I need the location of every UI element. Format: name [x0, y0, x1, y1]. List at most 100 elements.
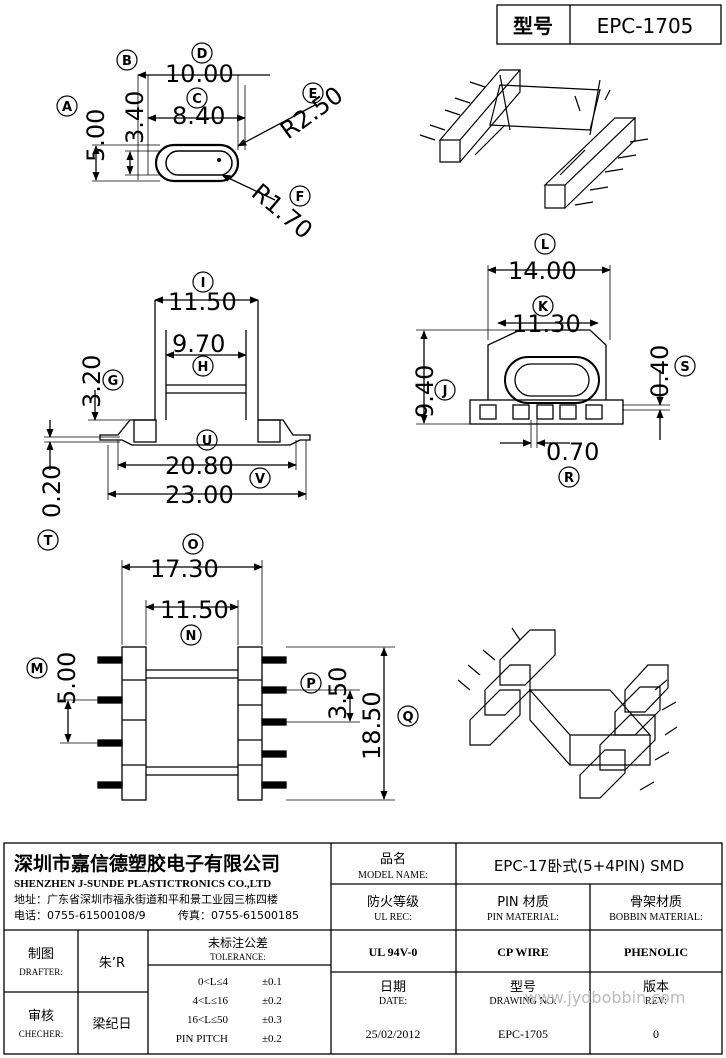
dim-F: R1.70	[246, 178, 318, 245]
rev-cn: 版本	[643, 980, 669, 995]
pin-material-en: PIN MATERIAL:	[487, 912, 559, 923]
svg-text:A: A	[62, 100, 72, 115]
tolerance-value: ±0.3	[262, 1014, 282, 1026]
dim-A: 5.00	[82, 109, 110, 162]
checker-cn: 审核	[28, 1009, 54, 1024]
svg-text:E: E	[309, 87, 318, 102]
marker-A	[56, 95, 78, 117]
svg-text:S: S	[680, 360, 689, 375]
date-value: 25/02/2012	[366, 1027, 421, 1041]
checker-en: CHECHER:	[19, 1029, 64, 1039]
svg-text:L: L	[541, 238, 549, 253]
drawing-no-value: EPC-1705	[498, 1027, 548, 1041]
marker-G	[102, 369, 124, 391]
svg-text:G: G	[108, 374, 119, 389]
svg-text:B: B	[122, 54, 132, 69]
marker-M	[26, 657, 48, 679]
drafter-cn: 制图	[28, 947, 54, 962]
date-cn: 日期	[380, 980, 406, 995]
marker-N	[180, 624, 202, 646]
svg-text:N: N	[186, 629, 197, 644]
svg-text:F: F	[296, 190, 305, 205]
dim-B: 3.40	[121, 91, 149, 144]
dim-Q: 18.50	[358, 691, 386, 760]
tolerance-range: PIN PITCH	[176, 1033, 228, 1045]
bobbin-material-value: PHENOLIC	[624, 945, 688, 959]
checker-value: 梁纪日	[92, 1017, 131, 1032]
tolerance-table: 0<L≤4 ±0.1 4<L≤16 ±0.2 16<L≤50 ±0.3 PIN …	[176, 976, 283, 1045]
tolerance-value: ±0.2	[262, 1033, 282, 1045]
ul-rec-en: UL REC:	[374, 912, 412, 923]
bobbin-material-cn: 骨架材质	[630, 895, 682, 910]
header-model-value: EPC-1705	[597, 14, 694, 38]
dim-U: 20.80	[165, 452, 234, 480]
isometric-view-top	[419, 69, 649, 209]
svg-text:R: R	[564, 471, 574, 486]
date-en: DATE:	[379, 996, 407, 1007]
svg-text:Q: Q	[402, 710, 413, 725]
svg-text:U: U	[202, 434, 213, 449]
marker-L	[534, 233, 556, 255]
header-model-label: 型号	[513, 14, 553, 38]
svg-text:T: T	[44, 534, 53, 549]
svg-text:I: I	[201, 276, 206, 291]
dim-O: 17.30	[150, 555, 219, 583]
reference-markers	[26, 42, 696, 727]
company-name-en: SHENZHEN J-SUNDE PLASTICTRONICS CO.,LTD	[14, 878, 271, 890]
drafter-value: 朱’R	[99, 956, 125, 971]
pin-material-value: CP WIRE	[497, 945, 548, 959]
marker-H	[192, 355, 214, 377]
company-fax: 传真：0755-61500185	[178, 908, 299, 922]
tolerance-value: ±0.2	[262, 995, 282, 1007]
marker-D	[191, 42, 213, 64]
model-name-en: MODEL NAME:	[358, 870, 428, 881]
dim-D: 10.00	[165, 60, 234, 88]
marker-E	[302, 82, 324, 104]
svg-text:M: M	[31, 662, 44, 677]
tolerance-cn: 未标注公差	[208, 935, 268, 950]
marker-I	[192, 271, 214, 293]
header-box	[496, 4, 722, 45]
marker-J	[434, 379, 456, 401]
ul-rec-cn: 防火等级	[367, 894, 419, 910]
dim-S: 0.40	[646, 345, 674, 398]
tolerance-range: 0<L≤4	[198, 976, 228, 988]
dim-L: 14.00	[508, 257, 577, 285]
marker-O	[182, 533, 204, 555]
marker-K	[532, 295, 554, 317]
dim-V: 23.00	[165, 481, 234, 509]
tolerance-value: ±0.1	[262, 976, 282, 988]
company-name-cn: 深圳市嘉信德塑胶电子有限公司	[14, 852, 280, 875]
svg-text:D: D	[197, 47, 208, 62]
dim-P: 3.50	[324, 667, 352, 720]
ul-value: UL 94V-0	[369, 945, 418, 959]
marker-R	[558, 466, 580, 488]
company-phone: 电话：0755-61500108/9	[14, 909, 146, 922]
dim-H: 9.70	[172, 330, 225, 358]
drawing-no-en: DRAWING NO:	[489, 996, 556, 1007]
svg-text:C: C	[192, 92, 202, 107]
svg-text:J: J	[442, 384, 448, 399]
marker-V	[249, 467, 271, 489]
model-name-cn: 品名	[380, 851, 406, 867]
svg-text:P: P	[306, 677, 316, 692]
marker-B	[116, 49, 138, 71]
marker-F	[289, 185, 311, 207]
company-address: 地址：广东省深圳市福永街道和平和景工业园三栋四楼	[14, 892, 278, 906]
dim-T: 0.20	[38, 465, 66, 518]
svg-text:K: K	[538, 300, 549, 315]
tolerance-range: 16<L≤50	[187, 1014, 228, 1026]
pin-material-cn: PIN 材质	[497, 895, 549, 910]
bobbin-material-en: BOBBIN MATERIAL:	[609, 912, 703, 923]
marker-S	[674, 355, 696, 377]
dim-I: 11.50	[168, 288, 237, 316]
front-view	[44, 296, 311, 500]
svg-text:O: O	[187, 538, 198, 553]
isometric-view-bottom	[457, 627, 678, 799]
title-block-grid	[3, 842, 723, 1055]
slot-view	[92, 71, 316, 201]
marker-T	[37, 529, 59, 551]
watermark: www.jydbobbin.com	[524, 988, 685, 1007]
